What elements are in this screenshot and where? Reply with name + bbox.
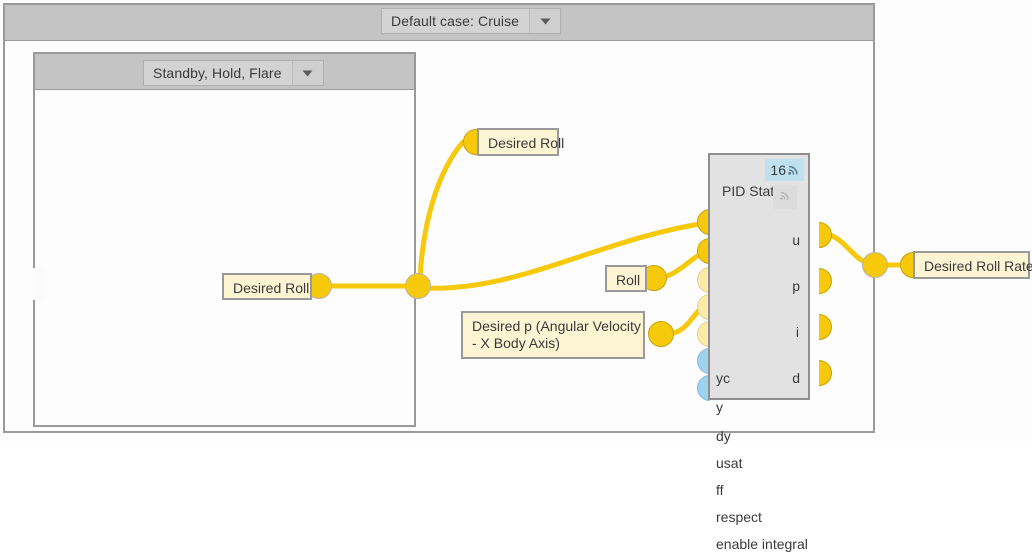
label-desired-p[interactable]: Desired p (Angular Velocity - X Body Axi… [461,311,645,359]
case-selector-dropdown[interactable]: Default case: Cruise [381,8,562,34]
inner-case-frame[interactable]: Standby, Hold, Flare [33,52,416,427]
signal-icon [779,188,792,206]
block-instance-badge[interactable]: 16 [765,159,804,181]
signal-icon [787,162,801,179]
chevron-down-icon[interactable] [529,9,561,33]
block-title: PID Static [722,183,785,199]
port-label-yc: yc [716,370,730,386]
inner-case-body[interactable] [35,91,414,425]
port-label-y: y [716,399,723,415]
port-label-usat: usat [716,455,743,471]
label-roll[interactable]: Roll [605,265,647,292]
case-selector-label: Default case: Cruise [391,13,520,29]
port-label-u: u [792,232,800,248]
port-label-d: d [792,370,800,386]
port-label-dy: dy [716,428,731,444]
inner-case-selector-dropdown[interactable]: Standby, Hold, Flare [143,60,324,86]
label-desired-roll-rate[interactable]: Desired Roll Rate [913,251,1032,279]
pid-static-block[interactable]: PID Static 16 [708,153,810,551]
port-label-respect: respect [716,509,762,525]
knob-output-junction[interactable] [862,252,888,278]
badge-count: 16 [770,162,786,178]
knob-main-junction[interactable] [405,273,431,299]
label-desired-roll-source[interactable]: Desired Roll [222,273,312,300]
port-label-enable-integral: enable integral [716,536,808,552]
block-signal-slot[interactable] [773,185,797,209]
port-label-p: p [792,278,800,294]
port-label-i: i [795,324,799,340]
knob-desired-p[interactable] [648,321,674,347]
chevron-down-icon[interactable] [291,61,323,85]
port-label-ff: ff [716,482,724,498]
inner-case-selector-label: Standby, Hold, Flare [153,65,282,81]
canvas-ghost-marker [33,268,46,300]
label-desired-roll-tap[interactable]: Desired Roll [477,128,564,156]
